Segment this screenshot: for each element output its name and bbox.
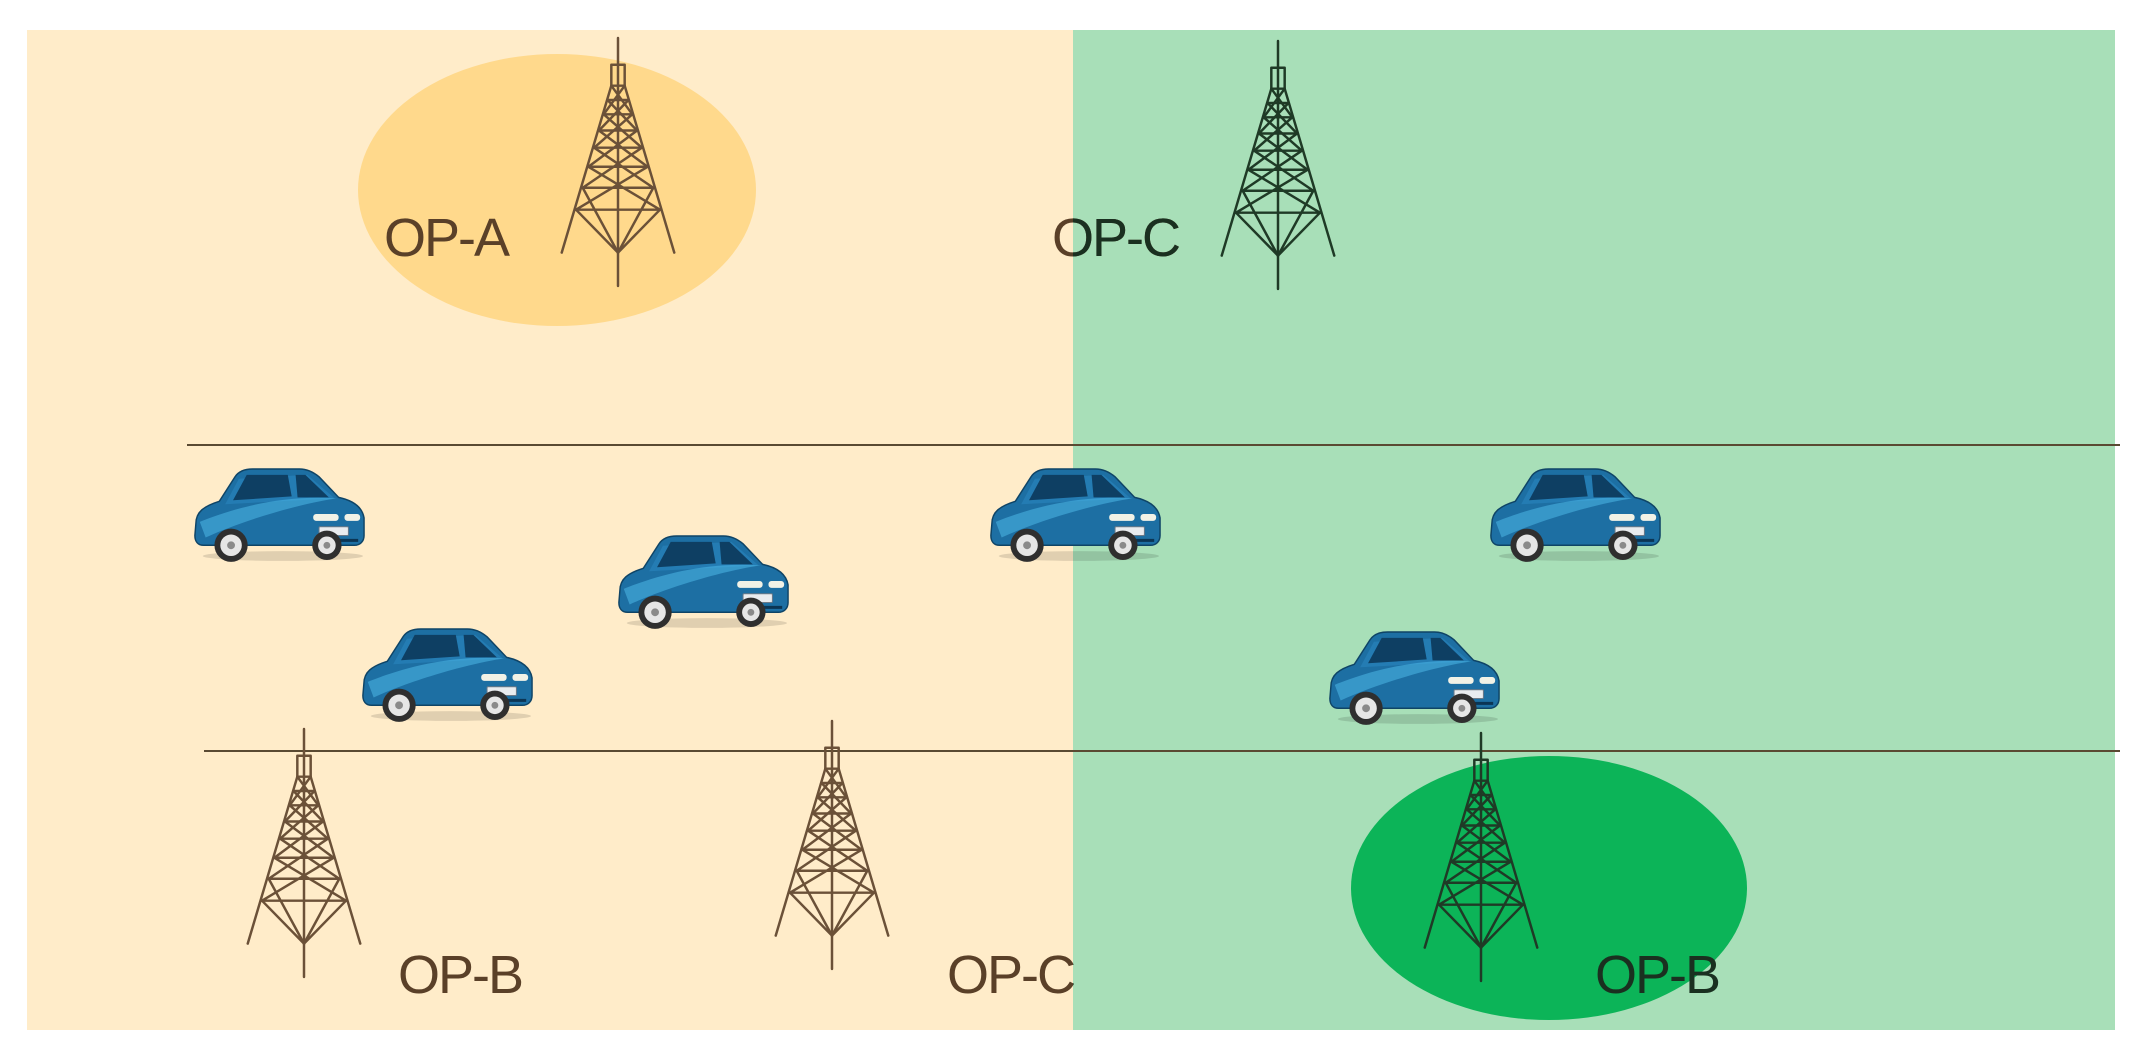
op-c-label-top: OP-C [1052,208,1179,268]
op-c-label-top-right-part: OP-C [1052,208,1179,268]
op-a-coverage-area [358,54,756,326]
op-a-label: OP-A [384,208,510,268]
op-b-label-right: OP-B [1595,945,1719,1005]
op-b-label-left: OP-B [398,945,522,1005]
op-c-label-bottom: OP-C [947,945,1074,1005]
op-b-coverage-area [1351,756,1747,1020]
